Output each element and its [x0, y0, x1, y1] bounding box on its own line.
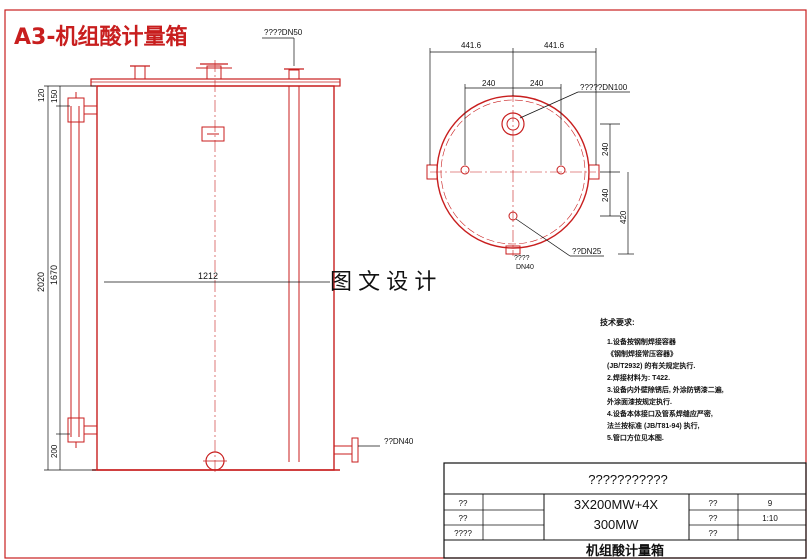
nozzle-top-label: ????DN50	[264, 28, 303, 37]
title-block-row-label: ??	[459, 499, 468, 508]
tech-note-line: 法兰按标准 (JB/T81-94) 执行,	[607, 421, 700, 430]
top-view: 441.6 441.6 240 240 240 240 420 ?????DN1…	[426, 41, 634, 271]
tech-notes-heading: 技术要求:	[600, 317, 635, 327]
drawing-title: A3-机组酸计量箱	[14, 24, 187, 50]
title-block-header: ???????????	[588, 472, 668, 487]
title-block-row-label: ????	[454, 529, 472, 538]
tech-note-line: 1.设备按钢制焊接容器	[607, 337, 677, 346]
dim-upper: 120	[37, 88, 46, 102]
tech-note-line: (JB/T2932) 的有关规定执行.	[607, 361, 695, 370]
front-view: 2020 1670 150 120 200 1212 ????DN50 ??DN…	[36, 28, 414, 474]
drawing-border	[4, 9, 807, 559]
title-block-spec-line2: 300MW	[594, 517, 640, 532]
title-block: ??????????? 3X200MW+4X 300MW ?? ?? ???? …	[443, 462, 807, 559]
title-block-mid-label: ??	[709, 529, 718, 538]
tech-note-line: 3.设备内外壁除锈后, 外涂防锈漆二遍,	[607, 385, 724, 394]
title-block-mid-label: ??	[709, 514, 718, 523]
dim-width: 1212	[198, 271, 218, 281]
label-dn40-b: DN40	[516, 264, 534, 271]
dim-bottom-offset: 200	[50, 444, 59, 458]
label-dn100: ?????DN100	[580, 83, 628, 92]
dim-v1: 240	[601, 142, 610, 156]
tech-note-line: 2.焊接材料为: T422.	[607, 373, 670, 382]
dim-inner-right: 240	[530, 79, 544, 88]
nozzle-side-label: ??DN40	[384, 437, 414, 446]
title-block-drawing-name: 机组酸计量箱	[586, 543, 664, 558]
title-block-spec-line1: 3X200MW+4X	[574, 497, 659, 512]
dim-gauge-height: 1670	[49, 265, 59, 285]
label-dn40-a: ????	[514, 255, 530, 262]
dim-top-offset: 150	[50, 89, 59, 103]
dim-v2: 240	[601, 188, 610, 202]
dim-left: 441.6	[461, 41, 482, 50]
tech-note-line: 4.设备本体接口及管系焊缝应严密,	[607, 409, 713, 418]
tank-top-flange	[90, 78, 341, 87]
dim-total-height: 2020	[36, 272, 46, 292]
front-dimensions	[44, 37, 380, 471]
title-block-row-label: ??	[459, 514, 468, 523]
technical-notes: 技术要求: 1.设备按钢制焊接容器 《钢制焊接常压容器》 (JB/T2932) …	[600, 317, 724, 442]
tech-note-line: 外涂面漆按规定执行.	[607, 397, 672, 406]
top-dimensions	[429, 48, 634, 257]
dim-v3: 420	[619, 210, 628, 224]
dim-inner-left: 240	[482, 79, 496, 88]
label-dn25: ??DN25	[572, 247, 602, 256]
tech-note-line: 5.管口方位见本图.	[607, 433, 664, 442]
watermark-text: 图 文 设 计	[330, 269, 436, 294]
title-block-value-sheets: 9	[768, 499, 773, 508]
dim-right: 441.6	[544, 41, 565, 50]
title-block-mid-label: ??	[709, 499, 718, 508]
tech-note-line: 《钢制焊接常压容器》	[607, 349, 677, 358]
title-block-value-scale: 1:10	[762, 514, 778, 523]
